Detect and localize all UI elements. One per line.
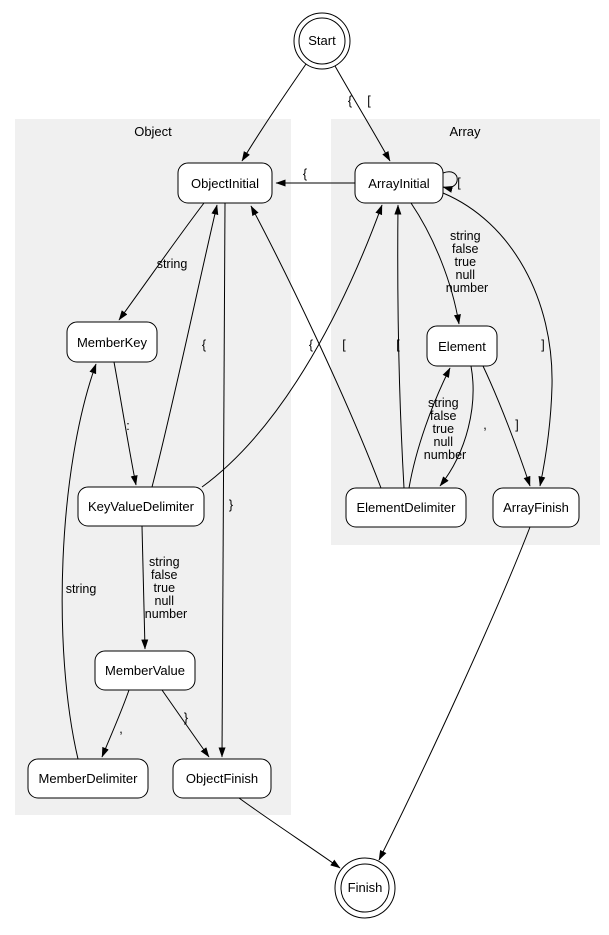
edge-label-keyvaluedelimiter-membervalue: string false true null number: [145, 555, 187, 621]
state-memberkey: MemberKey: [66, 321, 158, 363]
edge-label-elementdelimiter-objectinitial: {: [309, 338, 313, 352]
edge-label-line: null: [434, 435, 453, 449]
edge-start-to-arrayinitial: [334, 65, 391, 162]
edge-label-line: true: [153, 581, 175, 595]
edge-label-arrayinitial-self: [: [457, 176, 461, 190]
edge-start-to-objectinitial: [241, 63, 307, 162]
edge-elementdelimiter-to-arrayinitial: [394, 204, 405, 489]
edge-label-elementdelimiter-element: string false true null number: [424, 396, 466, 462]
state-objectfinish-label: ObjectFinish: [186, 771, 258, 786]
state-element-label: Element: [438, 339, 486, 354]
state-finish-label: Finish: [348, 880, 383, 895]
edge-label-line: false: [151, 568, 177, 582]
edge-arrayinitial-self-loop: [442, 171, 458, 193]
state-memberdelimiter: MemberDelimiter: [27, 758, 149, 799]
edge-membervalue-to-objectfinish: [161, 689, 210, 758]
state-objectfinish-box: [172, 758, 272, 799]
edge-membervalue-to-memberdelimiter: [101, 689, 130, 758]
state-memberkey-box: [66, 321, 158, 363]
state-arrayfinish: ArrayFinish: [492, 487, 580, 528]
state-membervalue: MemberValue: [94, 650, 196, 691]
state-elementdelimiter-box: [345, 487, 467, 528]
state-start-inner-circle: [298, 17, 346, 65]
state-elementdelimiter: ElementDelimiter: [345, 487, 467, 528]
edge-label-line: null: [155, 594, 174, 608]
state-arrayinitial-box: [354, 162, 444, 204]
state-arrayfinish-box: [492, 487, 580, 528]
edge-element-to-arrayfinish: [482, 365, 531, 487]
edge-memberkey-to-keyvaluedelimiter: [113, 361, 138, 486]
edge-arrayfinish-to-finish: [378, 526, 531, 861]
edge-label-line: string: [450, 229, 481, 243]
edge-label-objectinitial-objectfinish: }: [229, 498, 233, 512]
cluster-object-label: Object: [134, 124, 172, 139]
edge-label-arrayinitial-objectinitial: {: [303, 167, 307, 181]
edge-label-element-arrayfinish: ]: [515, 418, 518, 432]
state-finish: Finish: [334, 857, 396, 919]
edge-objectfinish-to-finish: [238, 797, 341, 869]
state-element-box: [426, 325, 498, 367]
state-arrayfinish-label: ArrayFinish: [503, 500, 569, 515]
state-elementdelimiter-label: ElementDelimiter: [357, 500, 457, 515]
edge-label-line: null: [456, 268, 475, 282]
edge-label-start-arrayinitial: [: [367, 94, 371, 108]
edge-label-line: false: [452, 242, 478, 256]
edge-label-membervalue-memberdelimiter: ,: [119, 722, 122, 736]
edge-objectinitial-to-objectfinish: [218, 202, 226, 758]
edge-label-memberkey-keyvaluedelimiter: :: [126, 419, 129, 433]
edge-label-elementdelimiter-arrayinitial: [: [396, 338, 400, 352]
state-membervalue-box: [94, 650, 196, 691]
state-arrayinitial: ArrayInitial: [354, 162, 444, 204]
edge-label-line: string: [149, 555, 180, 569]
cluster-array-label: Array: [449, 124, 481, 139]
edge-elementdelimiter-to-objectinitial: [250, 205, 382, 489]
state-start: Start: [293, 12, 351, 70]
state-keyvaluedelimiter: KeyValueDelimiter: [77, 486, 205, 527]
state-objectinitial-label: ObjectInitial: [191, 176, 259, 191]
state-membervalue-label: MemberValue: [105, 663, 185, 678]
cluster-object-bg: [15, 119, 291, 815]
state-objectinitial: ObjectInitial: [177, 162, 273, 204]
edge-objectinitial-to-memberkey: [118, 202, 205, 321]
edge-label-membervalue-objectfinish: }: [184, 711, 188, 725]
state-element: Element: [426, 325, 498, 367]
edge-memberdelimiter-to-memberkey: [61, 363, 97, 760]
edge-elementdelimiter-to-element: [408, 367, 451, 489]
state-start-label: Start: [308, 33, 336, 48]
edge-label-line: number: [424, 448, 466, 462]
edge-label-line: false: [430, 409, 456, 423]
edge-label-line: number: [446, 281, 488, 295]
edge-arrayinitial-to-element: [410, 202, 461, 325]
edge-label-line: number: [145, 607, 187, 621]
state-memberdelimiter-label: MemberDelimiter: [39, 771, 139, 786]
state-objectinitial-box: [177, 162, 273, 204]
edge-keyvaluedelimiter-to-membervalue: [141, 525, 149, 650]
edge-element-to-elementdelimiter: [439, 365, 474, 487]
state-keyvaluedelimiter-label: KeyValueDelimiter: [88, 499, 195, 514]
state-arrayinitial-label: ArrayInitial: [368, 176, 430, 191]
edge-keyvaluedelimiter-to-objectinitial: [151, 204, 219, 488]
edge-label-line: string: [428, 396, 459, 410]
state-memberdelimiter-box: [27, 758, 149, 799]
state-memberkey-label: MemberKey: [77, 335, 148, 350]
cluster-object: Object: [15, 119, 291, 815]
edge-label-start-objectinitial: {: [348, 94, 352, 108]
edge-label-keyvaluedelimiter-objectinitial: {: [202, 338, 206, 352]
edge-label-arrayinitial-arrayfinish: ]: [541, 338, 544, 352]
edge-label-arrayinitial-element: string false true null number: [446, 229, 488, 295]
edge-label-memberdelimiter-memberkey: string: [66, 582, 97, 596]
edge-label-line: true: [454, 255, 476, 269]
state-keyvaluedelimiter-box: [77, 486, 205, 527]
edge-label-objectinitial-memberkey: string: [157, 257, 188, 271]
edge-label-keyvaluedelimiter-arrayinitial: [: [342, 338, 346, 352]
edge-keyvaluedelimiter-to-arrayinitial: [201, 204, 383, 488]
edge-arrayinitial-to-arrayfinish: [442, 192, 553, 487]
state-finish-inner-circle: [340, 863, 390, 913]
state-objectfinish: ObjectFinish: [172, 758, 272, 799]
edge-label-line: true: [432, 422, 454, 436]
edge-label-element-elementdelimiter: ,: [483, 418, 486, 432]
